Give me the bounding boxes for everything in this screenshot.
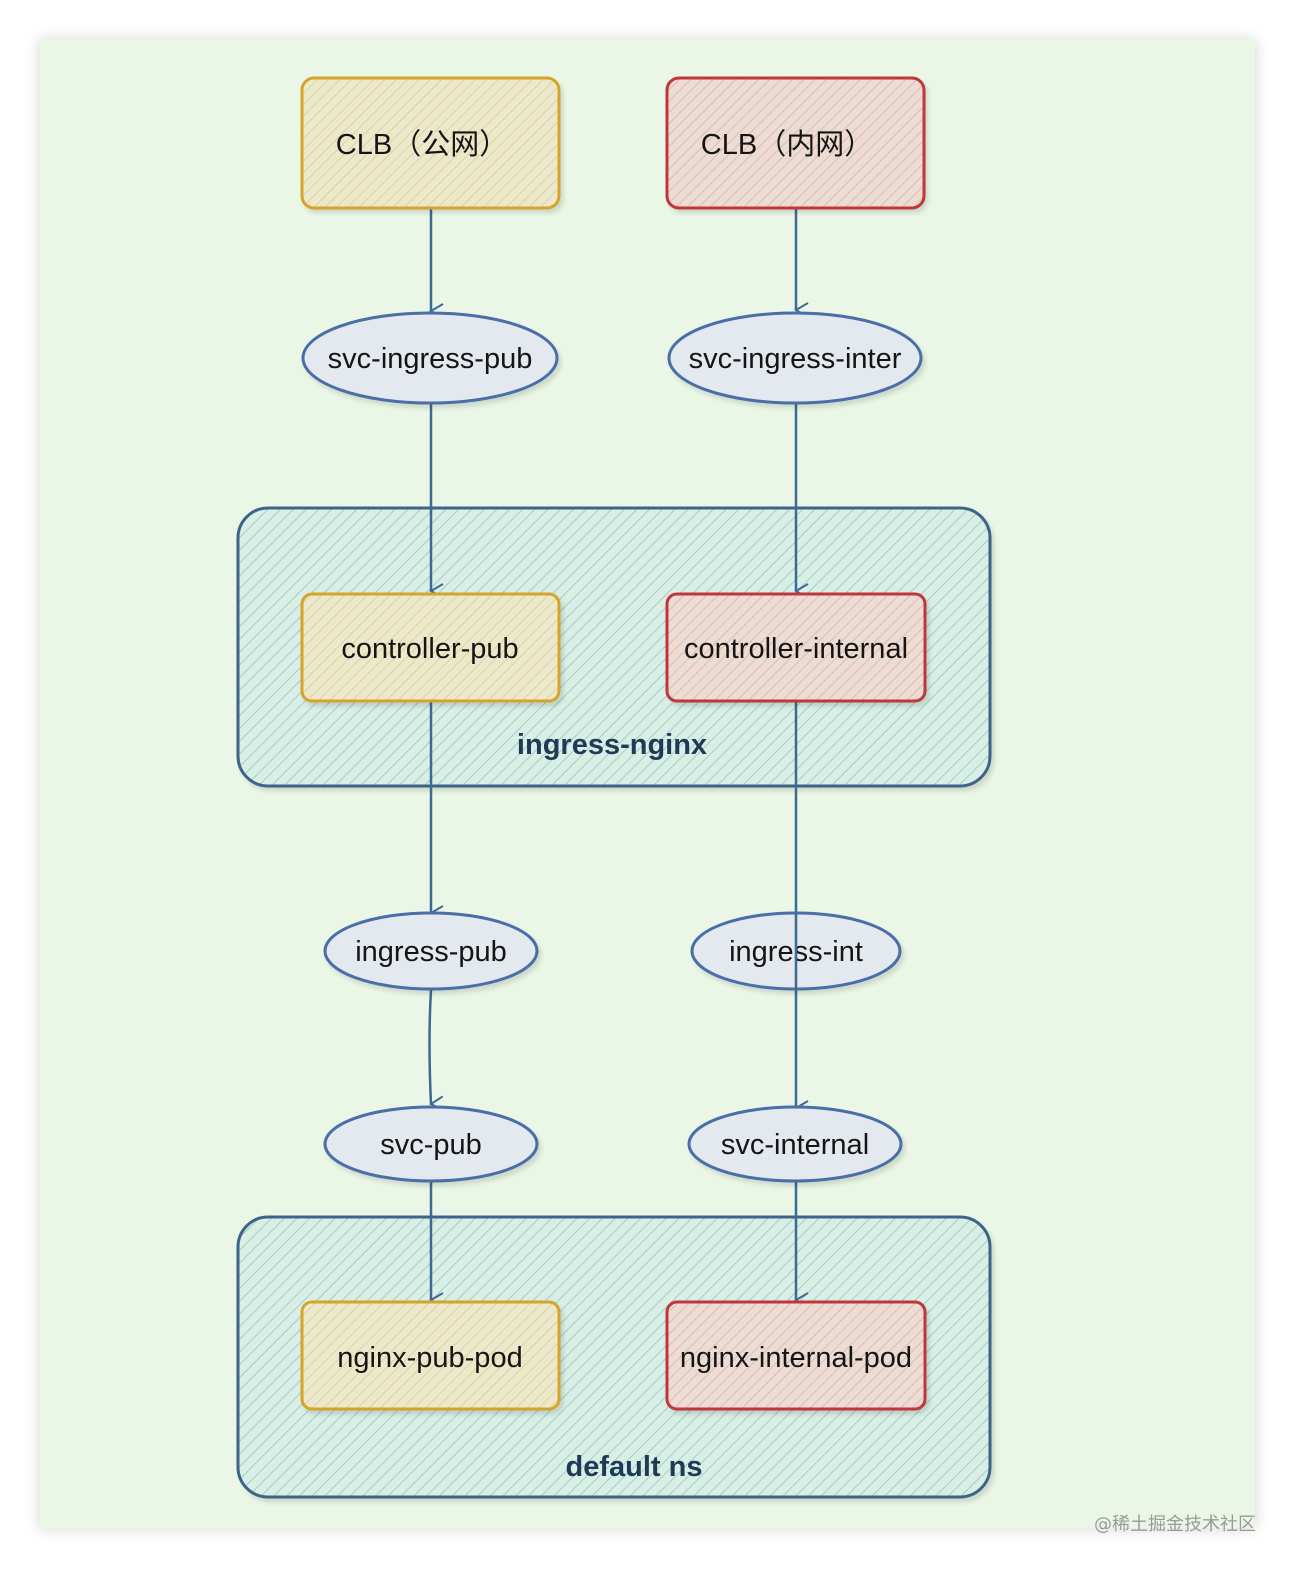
node-svc-ingress-inter[interactable]: svc-ingress-inter (667, 311, 923, 405)
group-ingress-nginx: ingress-nginx (236, 506, 992, 788)
node-clb-internal[interactable]: CLB（内网） (665, 76, 926, 210)
node-controller-internal[interactable]: controller-internal (665, 592, 927, 703)
group-default-ns: default ns (236, 1215, 992, 1499)
node-label-nginx-pub-pod: nginx-pub-pod (337, 1342, 522, 1374)
node-label-ingress-pub: ingress-pub (355, 936, 507, 968)
node-label-svc-ingress-inter: svc-ingress-inter (689, 343, 902, 375)
node-label-nginx-internal-pod: nginx-internal-pod (680, 1342, 912, 1374)
node-label-svc-internal: svc-internal (721, 1129, 869, 1161)
node-ingress-pub[interactable]: ingress-pub (323, 911, 539, 991)
node-label-controller-internal: controller-internal (684, 633, 908, 665)
watermark: @稀土掘金技术社区 (1094, 1514, 1256, 1535)
node-clb-public[interactable]: CLB（公网） (300, 76, 561, 210)
node-label-clb-internal: CLB（内网） (701, 128, 873, 161)
node-controller-pub[interactable]: controller-pub (300, 592, 561, 703)
node-label-svc-pub: svc-pub (380, 1129, 482, 1161)
node-svc-pub[interactable]: svc-pub (323, 1105, 539, 1183)
group-label-ingress-nginx: ingress-nginx (517, 729, 707, 761)
edges (428, 208, 809, 1308)
node-svc-internal[interactable]: svc-internal (687, 1105, 903, 1183)
node-svc-ingress-pub[interactable]: svc-ingress-pub (301, 311, 559, 405)
node-nginx-pub-pod[interactable]: nginx-pub-pod (300, 1300, 561, 1411)
group-label-default-ns: default ns (566, 1451, 703, 1483)
node-label-clb-public: CLB（公网） (336, 129, 508, 161)
node-label-svc-ingress-pub: svc-ingress-pub (328, 343, 533, 375)
edge-ingress-pub-to-svc-pub (428, 989, 444, 1112)
node-label-controller-pub: controller-pub (341, 633, 518, 665)
node-nginx-internal-pod[interactable]: nginx-internal-pod (665, 1300, 927, 1411)
